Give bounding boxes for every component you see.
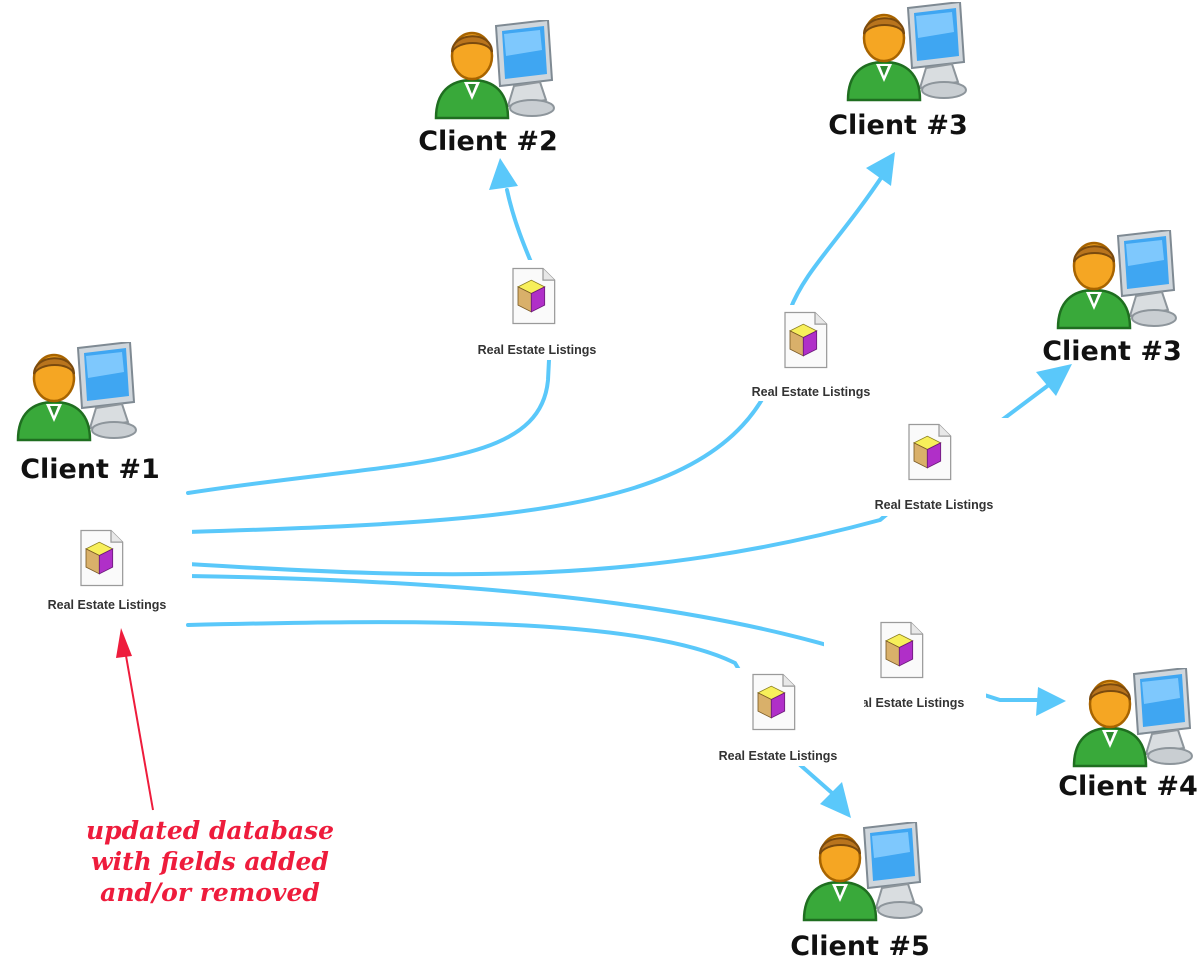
- document-source: Real Estate Listings: [20, 520, 192, 618]
- annotation-text: updated database with fields added and/o…: [86, 816, 334, 907]
- client-label: Client #3: [828, 110, 968, 141]
- client-label: Client #4: [1058, 771, 1198, 802]
- annotation-arrow: [116, 628, 154, 811]
- client-2: Client #2: [418, 20, 558, 157]
- annotation-line: updated database: [86, 816, 334, 845]
- client-4: Client #4: [1058, 668, 1198, 802]
- client-label: Client #1: [20, 454, 160, 485]
- user-computer-icon: [846, 2, 968, 102]
- document-label: Real Estate Listings: [846, 696, 965, 710]
- document-label: Real Estate Listings: [719, 749, 838, 763]
- client-5: Client #5: [790, 822, 930, 962]
- document-label: Real Estate Listings: [752, 385, 871, 399]
- client-label: Client #5: [790, 931, 930, 962]
- user-computer-icon: [802, 822, 924, 922]
- arrowhead-client-2: [489, 158, 518, 190]
- arrowhead-client-5: [820, 782, 851, 818]
- connector-to-client-5: [186, 620, 842, 802]
- client-1: Client #1: [16, 342, 160, 485]
- document-label: Real Estate Listings: [875, 498, 994, 512]
- connector-to-client-3-top: [186, 170, 887, 534]
- client-label: Client #3: [1042, 336, 1182, 367]
- document-label: Real Estate Listings: [48, 598, 167, 612]
- arrowhead-client-4: [1036, 687, 1066, 716]
- document-client-3-right: Real Estate Listings: [852, 418, 1020, 516]
- document-label: Real Estate Listings: [478, 343, 597, 357]
- user-computer-icon: [16, 342, 138, 442]
- documents: Real Estate Listings Real Estate Listing…: [20, 260, 1020, 766]
- document-client-2: Real Estate Listings: [452, 260, 622, 360]
- client-3-right: Client #3: [1042, 230, 1182, 367]
- arrowhead-client-3-right: [1036, 364, 1072, 396]
- arrowheads: [489, 152, 1072, 818]
- annotation-line: with fields added: [91, 847, 329, 876]
- client-3-top: Client #3: [828, 2, 968, 141]
- user-computer-icon: [1056, 230, 1178, 330]
- user-computer-icon: [434, 20, 556, 120]
- user-computer-icon: [1072, 668, 1194, 768]
- document-client-5: Real Estate Listings: [696, 668, 864, 766]
- arrowhead-client-3-top: [866, 152, 895, 186]
- annotation-line: and/or removed: [100, 878, 320, 907]
- client-label: Client #2: [418, 126, 558, 157]
- clients: Client #1 Client #2 Client #3 Client #3 …: [16, 2, 1198, 962]
- document-client-3-top: Real Estate Listings: [730, 305, 892, 401]
- connector-to-client-3-right: [186, 382, 1052, 577]
